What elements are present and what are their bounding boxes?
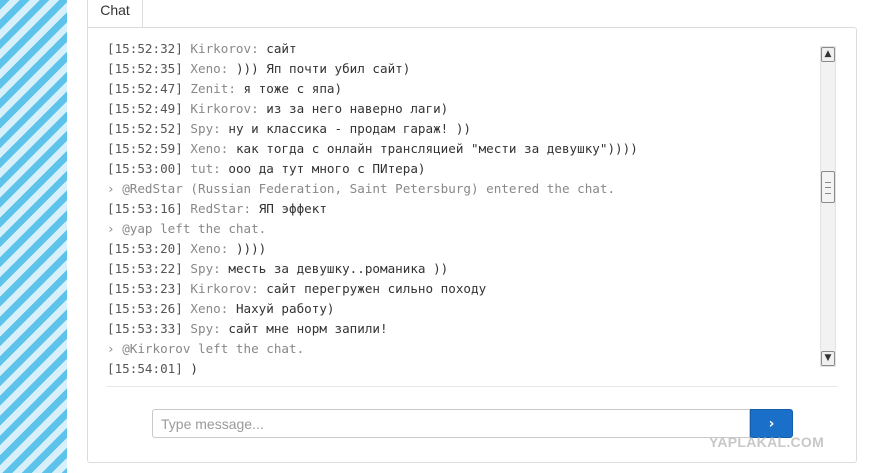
chat-message: [15:53:20] Xeno: )))) [107, 239, 814, 259]
chat-log[interactable]: [15:52:32] Kirkorov: сайт[15:52:35] Xeno… [107, 39, 814, 376]
username[interactable]: Kirkorov: [190, 281, 259, 296]
username[interactable]: Kirkorov: [190, 41, 259, 56]
username[interactable]: tut: [190, 161, 221, 176]
chat-panel [87, 27, 857, 463]
decorative-stripes [0, 0, 67, 473]
message-text: из за него наверно лаги) [266, 101, 449, 116]
message-text: я тоже с япа) [243, 81, 343, 96]
timestamp: [15:52:59] [107, 141, 183, 156]
chat-message: [15:53:23] Kirkorov: сайт перегружен сил… [107, 279, 814, 299]
timestamp: [15:52:47] [107, 81, 183, 96]
chat-message: [15:53:26] Xeno: Нахуй работу) [107, 299, 814, 319]
username[interactable]: RedStar: [190, 201, 252, 216]
timestamp: [15:54:01] [107, 361, 183, 376]
chat-message: [15:52:52] Spy: ну и классика - продам г… [107, 119, 814, 139]
scroll-thumb[interactable] [821, 171, 835, 203]
username[interactable]: Xeno: [190, 241, 229, 256]
chat-message: [15:53:00] tut: ооо да тут много с ПИтер… [107, 159, 814, 179]
timestamp: [15:53:22] [107, 261, 183, 276]
timestamp: [15:52:35] [107, 61, 183, 76]
system-text: @yap left the chat. [122, 221, 267, 236]
chevron-right-icon: › [107, 181, 115, 196]
chat-message: [15:53:22] Spy: месть за девушку..романи… [107, 259, 814, 279]
username[interactable]: Xeno: [190, 61, 229, 76]
username[interactable]: Xeno: [190, 301, 229, 316]
message-text: сайт мне норм запили! [228, 321, 388, 336]
chat-message: [15:53:33] Spy: сайт мне норм запили! [107, 319, 814, 339]
chevron-right-icon: › [107, 341, 115, 356]
username[interactable]: Spy: [190, 321, 221, 336]
chat-message: [15:52:32] Kirkorov: сайт [107, 39, 814, 59]
system-message: › @yap left the chat. [107, 219, 814, 239]
timestamp: [15:53:20] [107, 241, 183, 256]
message-input[interactable] [152, 409, 750, 438]
chat-message: [15:52:35] Xeno: ))) Яп почти убил сайт) [107, 59, 814, 79]
grip-icon [825, 182, 831, 194]
timestamp: [15:52:32] [107, 41, 183, 56]
message-text: как тогда с онлайн трансляцией "мести за… [235, 141, 638, 156]
chat-message: [15:53:16] RedStar: ЯП эффект [107, 199, 814, 219]
message-text: ЯП эффект [258, 201, 327, 216]
chevron-right-icon: › [107, 221, 115, 236]
message-text: )))) [235, 241, 267, 256]
username[interactable]: Xeno: [190, 141, 229, 156]
message-text: ) [190, 361, 199, 376]
timestamp: [15:52:52] [107, 121, 183, 136]
message-text: сайт перегружен сильно походу [266, 281, 487, 296]
chat-scrollbar[interactable]: ▲ ▼ [820, 46, 836, 367]
message-text: ну и классика - продам гараж! )) [228, 121, 471, 136]
timestamp: [15:53:33] [107, 321, 183, 336]
system-text: @RedStar (Russian Federation, Saint Pete… [122, 181, 616, 196]
username[interactable]: Zenit: [190, 81, 236, 96]
message-text: ооо да тут много с ПИтера) [228, 161, 426, 176]
chat-message: [15:52:49] Kirkorov: из за него наверно … [107, 99, 814, 119]
chat-message: [15:52:59] Xeno: как тогда с онлайн тран… [107, 139, 814, 159]
chat-message: [15:54:01] ) [107, 359, 814, 379]
timestamp: [15:53:23] [107, 281, 183, 296]
message-text: Нахуй работу) [235, 301, 335, 316]
divider [107, 386, 837, 387]
chat-message: [15:52:47] Zenit: я тоже с япа) [107, 79, 814, 99]
message-text: ))) Яп почти убил сайт) [235, 61, 411, 76]
system-text: @Kirkorov left the chat. [122, 341, 305, 356]
username[interactable]: Spy: [190, 261, 221, 276]
timestamp: [15:53:16] [107, 201, 183, 216]
timestamp: [15:53:26] [107, 301, 183, 316]
watermark-logo: YAPLAKAL.COM [709, 434, 825, 450]
scroll-down-button[interactable]: ▼ [821, 351, 835, 366]
username[interactable]: Kirkorov: [190, 101, 259, 116]
message-text: сайт [266, 41, 297, 56]
timestamp: [15:53:00] [107, 161, 183, 176]
send-button[interactable]: › [750, 409, 793, 438]
tab-chat[interactable]: Chat [87, 0, 143, 27]
message-text: месть за девушку..романика )) [228, 261, 449, 276]
timestamp: [15:52:49] [107, 101, 183, 116]
system-message: › @Kirkorov left the chat. [107, 339, 814, 359]
scroll-up-button[interactable]: ▲ [821, 47, 835, 62]
system-message: › @RedStar (Russian Federation, Saint Pe… [107, 179, 814, 199]
chevron-right-icon: › [768, 415, 775, 432]
username[interactable]: Spy: [190, 121, 221, 136]
